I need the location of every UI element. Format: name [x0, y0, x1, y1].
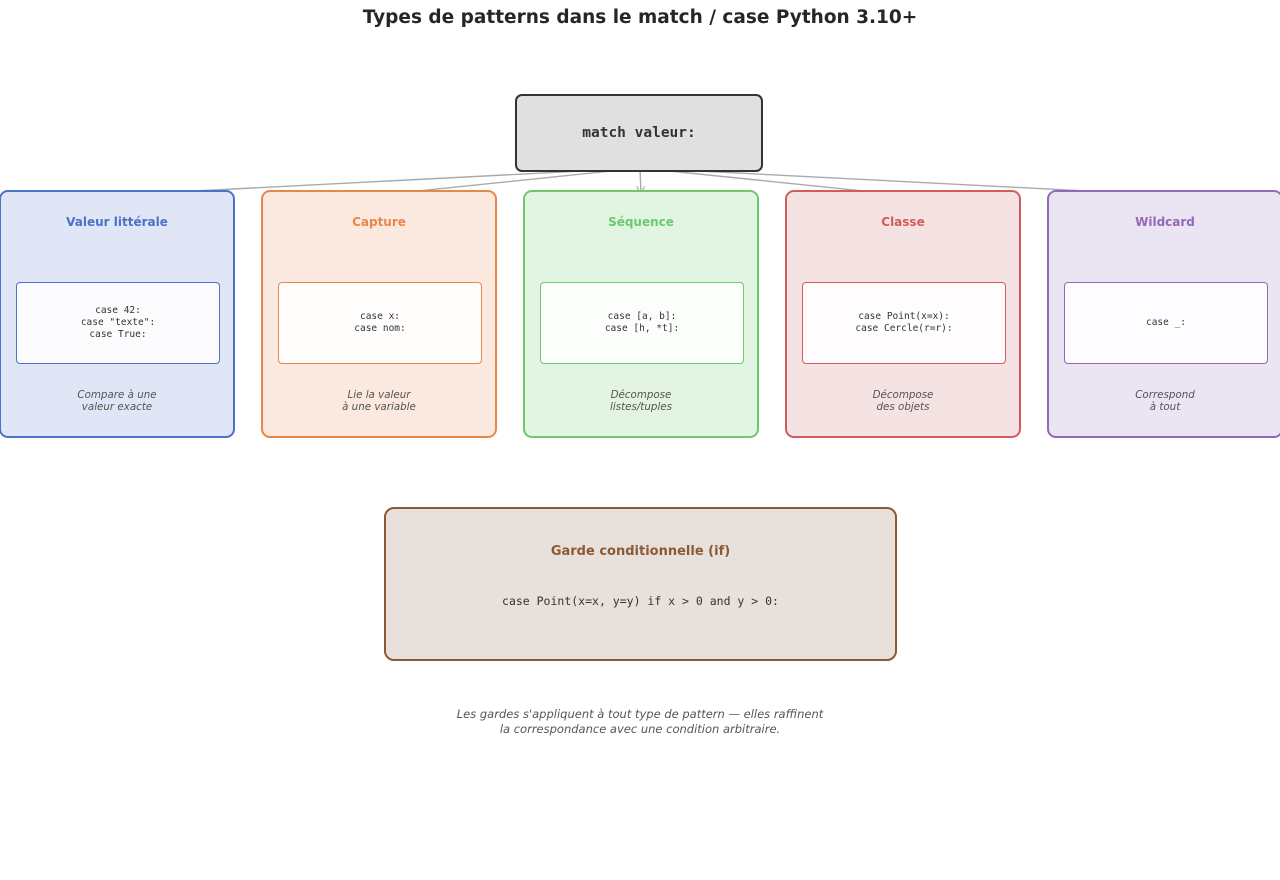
pattern-title: Capture: [352, 215, 406, 229]
pattern-code: case _:: [1064, 282, 1268, 364]
pattern-box-sequence: Séquence case [a, b]: case [h, *t]: Déco…: [523, 190, 759, 438]
guard-code: case Point(x=x, y=y) if x > 0 and y > 0:: [502, 594, 779, 608]
guard-box: Garde conditionnelle (if) case Point(x=x…: [384, 507, 897, 661]
pattern-code: case x: case nom:: [278, 282, 482, 364]
pattern-title: Valeur littérale: [66, 215, 168, 229]
pattern-title: Wildcard: [1135, 215, 1195, 229]
guard-title: Garde conditionnelle (if): [550, 544, 731, 559]
pattern-box-capture: Capture case x: case nom: Lie la valeur …: [261, 190, 497, 438]
pattern-box-wildcard: Wildcard case _: Correspond à tout: [1047, 190, 1280, 438]
pattern-code: case 42: case "texte": case True:: [16, 282, 220, 364]
pattern-title: Classe: [881, 215, 925, 229]
pattern-code: case [a, b]: case [h, *t]:: [540, 282, 744, 364]
diagram-title: Types de patterns dans le match / case P…: [362, 7, 918, 28]
footnote: Les gardes s'appliquent à tout type de p…: [456, 707, 824, 736]
pattern-box-literal: Valeur littérale case 42: case "texte": …: [0, 190, 235, 438]
pattern-description: Décompose des objets: [872, 389, 934, 413]
pattern-description: Correspond à tout: [1135, 389, 1195, 413]
pattern-description: Lie la valeur à une variable: [342, 389, 416, 413]
pattern-description: Compare à une valeur exacte: [77, 389, 157, 413]
pattern-code: case Point(x=x): case Cercle(r=r):: [802, 282, 1006, 364]
pattern-box-class: Classe case Point(x=x): case Cercle(r=r)…: [785, 190, 1021, 438]
match-root-node: match valeur:: [515, 94, 763, 172]
pattern-title: Séquence: [608, 215, 674, 229]
pattern-description: Décompose listes/tuples: [610, 389, 672, 413]
